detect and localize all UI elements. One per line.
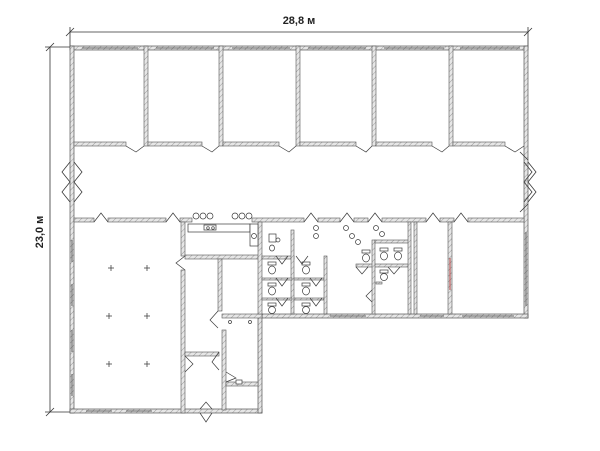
height-label: 23,0 м	[34, 216, 46, 249]
kitchen-doors	[184, 310, 237, 423]
stools-left	[192, 212, 253, 220]
toilets-left	[267, 233, 311, 314]
corridor-top-doors	[125, 145, 525, 153]
kitchen-counter	[187, 223, 259, 247]
hall-columns	[106, 265, 150, 367]
kitchen-walls	[184, 221, 263, 411]
corridor-bottom-doors	[93, 212, 469, 223]
washroom2-doors	[355, 266, 401, 303]
hall-walls	[180, 221, 186, 414]
top-room-partitions	[73, 45, 506, 147]
washroom2-walls	[355, 221, 412, 315]
hall-door	[175, 255, 186, 271]
height-dimension	[45, 42, 70, 417]
corridor-lower-wall	[73, 217, 525, 223]
width-label: 28,8 м	[283, 15, 316, 27]
right-room-windows	[330, 232, 527, 317]
width-dimension	[65, 27, 533, 48]
sinks-row	[313, 225, 385, 245]
hall-windows	[71, 240, 152, 412]
right-rooms-walls	[413, 221, 453, 315]
toilets-right	[361, 247, 403, 281]
kitchen-fixtures	[228, 320, 252, 385]
washroom-doors	[275, 255, 323, 307]
corridor-end-doors	[61, 151, 537, 213]
